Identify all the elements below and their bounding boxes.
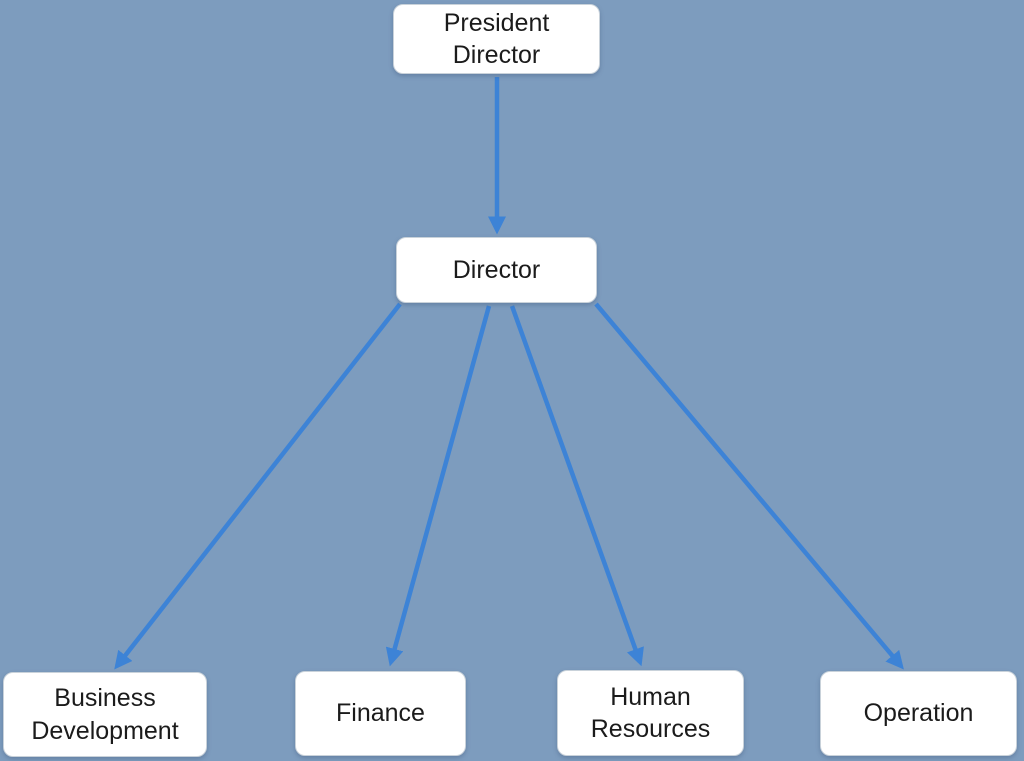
- node-label-finance: Finance: [336, 699, 425, 728]
- edge-director-to-human-resources: [509, 305, 644, 667]
- node-label-director: Director: [452, 255, 541, 284]
- node-finance: Finance: [295, 671, 466, 756]
- node-label-operation: Operation: [863, 699, 974, 728]
- edge-director-to-operation: [594, 302, 904, 670]
- node-label-human-resources: Human Resources: [590, 682, 711, 744]
- node-human-resources: Human Resources: [557, 670, 744, 756]
- node-director: Director: [396, 237, 597, 303]
- node-business-development: Business Development: [3, 672, 207, 757]
- edge-director-to-business-development: [114, 302, 402, 670]
- node-president-director: President Director: [393, 4, 600, 74]
- edge-director-to-finance: [385, 305, 492, 667]
- node-operation: Operation: [820, 671, 1017, 756]
- node-label-president-director: President Director: [443, 8, 550, 70]
- node-label-business-development: Business Development: [31, 684, 179, 745]
